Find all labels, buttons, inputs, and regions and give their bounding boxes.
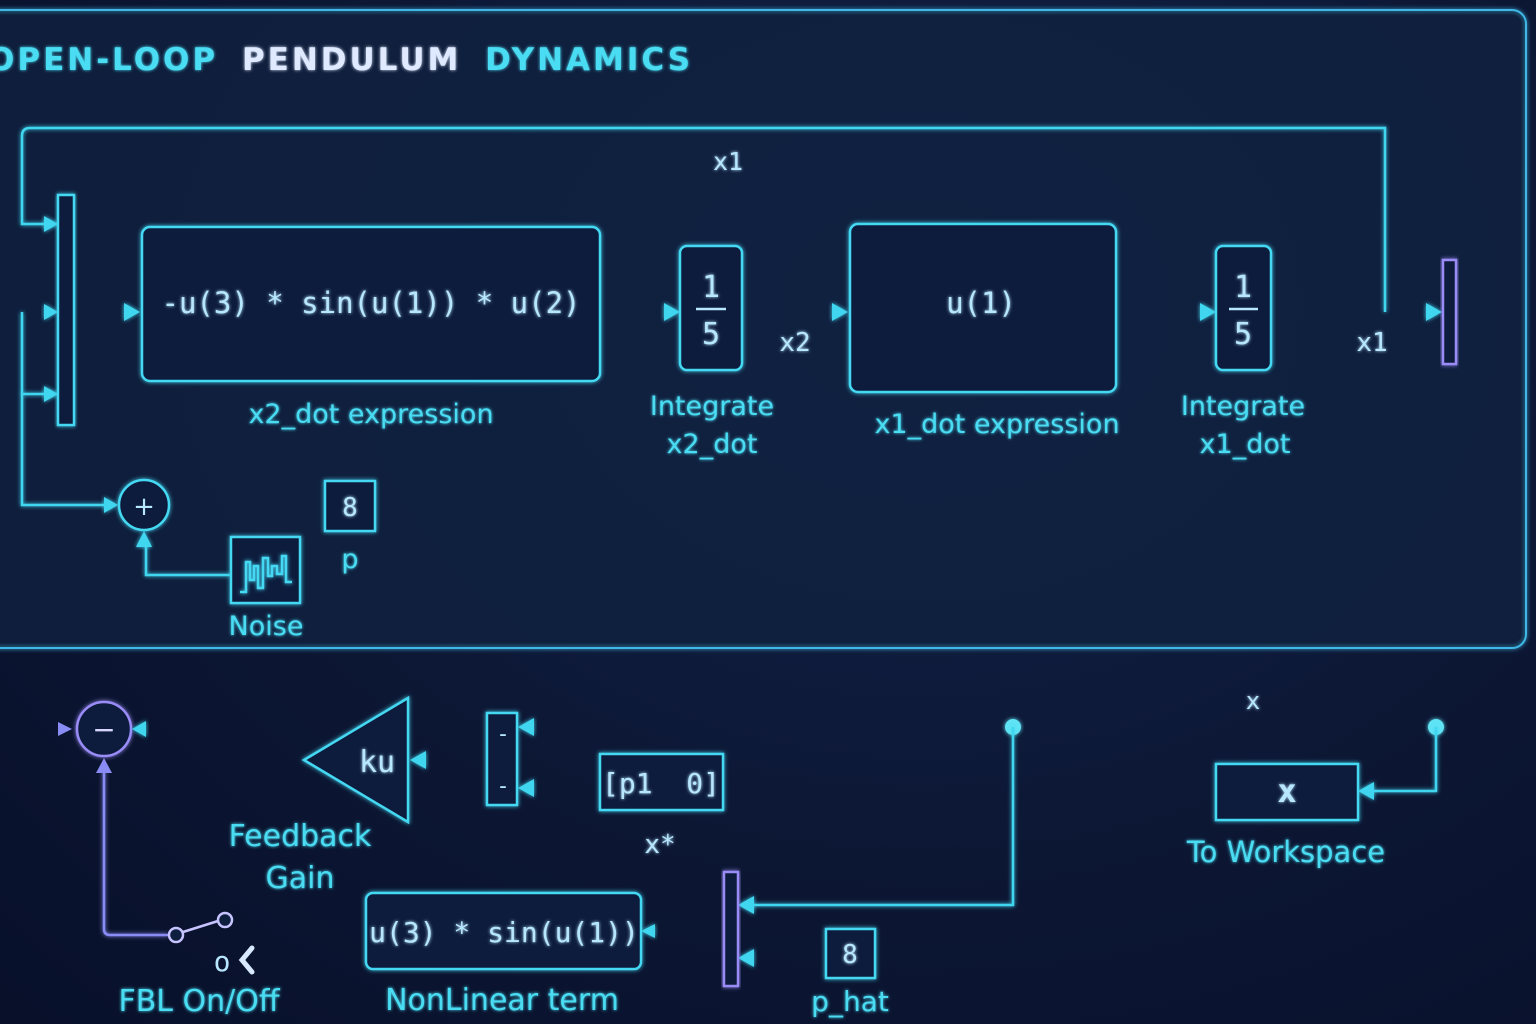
constant-p-value: 8 [342,493,358,523]
mux-top[interactable] [56,193,76,427]
title-part-3: DYNAMICS [485,42,693,78]
arrowhead [832,303,848,321]
feedback-gain-block[interactable] [301,695,410,825]
output-port[interactable] [1441,258,1458,366]
switch-contact-right[interactable] [216,911,234,929]
switch-lever[interactable] [182,919,219,934]
signal-label-x: x [1246,687,1260,715]
arrowhead [641,924,655,938]
nonlinear-term-text: u(3) * sin(u(1)) [369,916,639,949]
x2dot-expression-block[interactable] [140,225,602,383]
sum-block-bottom[interactable] [75,700,133,758]
signal-label-x1-right: x1 [1356,328,1387,358]
arrowhead [44,386,58,402]
title-part-1: OPEN-LOOP [0,42,218,78]
mux-sign-1: - [496,722,509,747]
integrator1-denominator: 5 [702,317,720,352]
nonlinear-term-label: NonLinear term [385,983,619,1018]
wire-x1-feedback[interactable] [20,126,1387,312]
constant-p-block[interactable] [323,479,377,533]
integrator1-label-line2: x2_dot [667,429,758,460]
x1dot-expression-block[interactable] [848,222,1118,394]
open-loop-panel [0,9,1527,649]
wire-switch-to-sum[interactable] [102,770,168,937]
wire-x-to-workspace[interactable] [1370,727,1438,793]
wire-x-to-bottom-mux[interactable] [750,727,1015,907]
mux-sign-2: - [496,774,509,799]
switch-state: o [214,945,231,978]
xstar-label: x* [644,830,675,860]
signal-label-x2: x2 [779,328,810,358]
xstar-constant-block[interactable] [598,752,725,812]
arrowhead [1358,782,1374,800]
sum-sign-minus: − [92,713,115,746]
wire-noise-to-sum[interactable] [144,542,231,577]
arrowhead [664,303,680,321]
noise-waveform-icon [240,554,292,594]
xstar-value: [p1 0] [602,767,720,800]
sum-sign-plus: + [133,492,155,522]
arrowhead [124,303,140,321]
noise-label: Noise [229,611,304,642]
arrowhead [44,304,58,320]
arrowhead [58,722,72,736]
gain-text: ku [359,745,395,780]
gain-label-line1: Feedback [229,819,372,854]
arrowhead [738,949,754,967]
arrowhead [738,896,754,914]
wire-sum-to-mux[interactable] [20,394,108,507]
switch-contact-left[interactable] [167,926,185,944]
p-hat-value: 8 [842,940,858,970]
p-hat-label: p_hat [811,985,889,1018]
arrowhead [1426,303,1442,321]
integrator2-numerator: 1 [1234,270,1252,305]
arrowhead [104,497,118,513]
arrowhead [96,758,112,773]
x1dot-expression-label: x1_dot expression [874,409,1119,440]
integrator2-label-line2: x1_dot [1200,429,1291,460]
integrator1-numerator: 1 [702,270,720,305]
mux-bottom[interactable] [722,870,740,988]
arrowhead [410,751,426,769]
switch-toggle-icon[interactable] [238,945,255,975]
x1dot-expression-text: u(1) [946,286,1016,320]
constant-p-label: p [341,544,358,575]
difference-block[interactable] [485,711,519,807]
x2dot-expression-text: -u(3) * sin(u(1)) * u(2) [161,286,580,320]
arrowhead [1200,303,1216,321]
to-workspace-value: x [1277,772,1296,810]
arrowhead [132,721,146,737]
to-workspace-block[interactable] [1214,762,1360,822]
x2dot-expression-label: x2_dot expression [248,399,493,430]
panel-title: OPEN-LOOP PENDULUM DYNAMICS [0,42,693,78]
integrator2-label-line1: Integrate [1181,391,1305,422]
title-part-2: PENDULUM [242,42,461,78]
signal-label-x1-top: x1 [713,147,743,176]
p-hat-block[interactable] [824,927,877,980]
switch-label: FBL On/Off [118,984,280,1019]
arrowhead [518,718,534,736]
to-workspace-label: To Workspace [1186,835,1385,869]
arrowhead [518,779,534,797]
gain-label-line2: Gain [266,861,335,896]
integrator2-denominator: 5 [1234,317,1252,352]
arrowhead [136,531,152,547]
integrator1-label-line1: Integrate [650,391,774,422]
arrowhead [44,216,58,232]
